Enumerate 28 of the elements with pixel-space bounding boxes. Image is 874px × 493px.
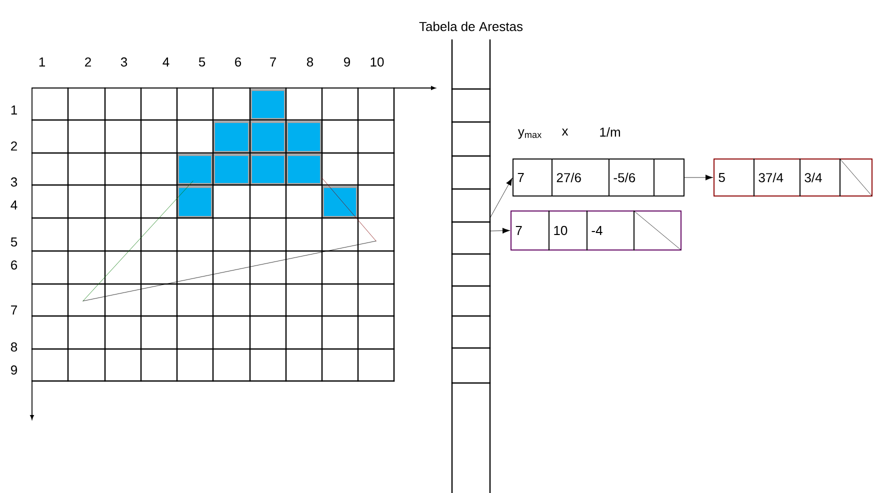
column-number: 2 — [85, 57, 91, 67]
field-header: y$_{max}$ — [518, 129, 542, 139]
edge-record: 7 10 -4 — [510, 210, 682, 250]
row-number: 6 — [11, 260, 18, 270]
column-number: 1 — [39, 58, 45, 66]
row-number: 7 — [11, 306, 17, 314]
arrow — [490, 178, 512, 218]
row-number: 8 — [10, 342, 18, 352]
column-number: 5 — [198, 57, 206, 67]
row-number: 4 — [10, 200, 18, 210]
column-number: 8 — [306, 57, 314, 67]
row-number: 2 — [11, 141, 17, 151]
arrow — [684, 174, 713, 180]
edge-record: 7 27/6 -5/6 — [512, 158, 684, 196]
edge-record: 5 37/4 3/4 — [714, 158, 872, 196]
column-number: 3 — [120, 57, 128, 67]
column-number: 10 — [370, 57, 384, 67]
row-number: 3 — [10, 177, 18, 187]
column-number: 9 — [344, 57, 350, 67]
row-number: 9 — [11, 365, 17, 375]
column-number: 7 — [270, 58, 276, 66]
row-number: 5 — [10, 237, 18, 247]
field-header: x — [562, 128, 568, 136]
column-number: 4 — [162, 58, 170, 66]
row-number: 1 — [11, 106, 17, 114]
column-number: 6 — [235, 57, 242, 67]
arrow — [490, 228, 510, 234]
field-header: 1/m — [600, 127, 620, 137]
